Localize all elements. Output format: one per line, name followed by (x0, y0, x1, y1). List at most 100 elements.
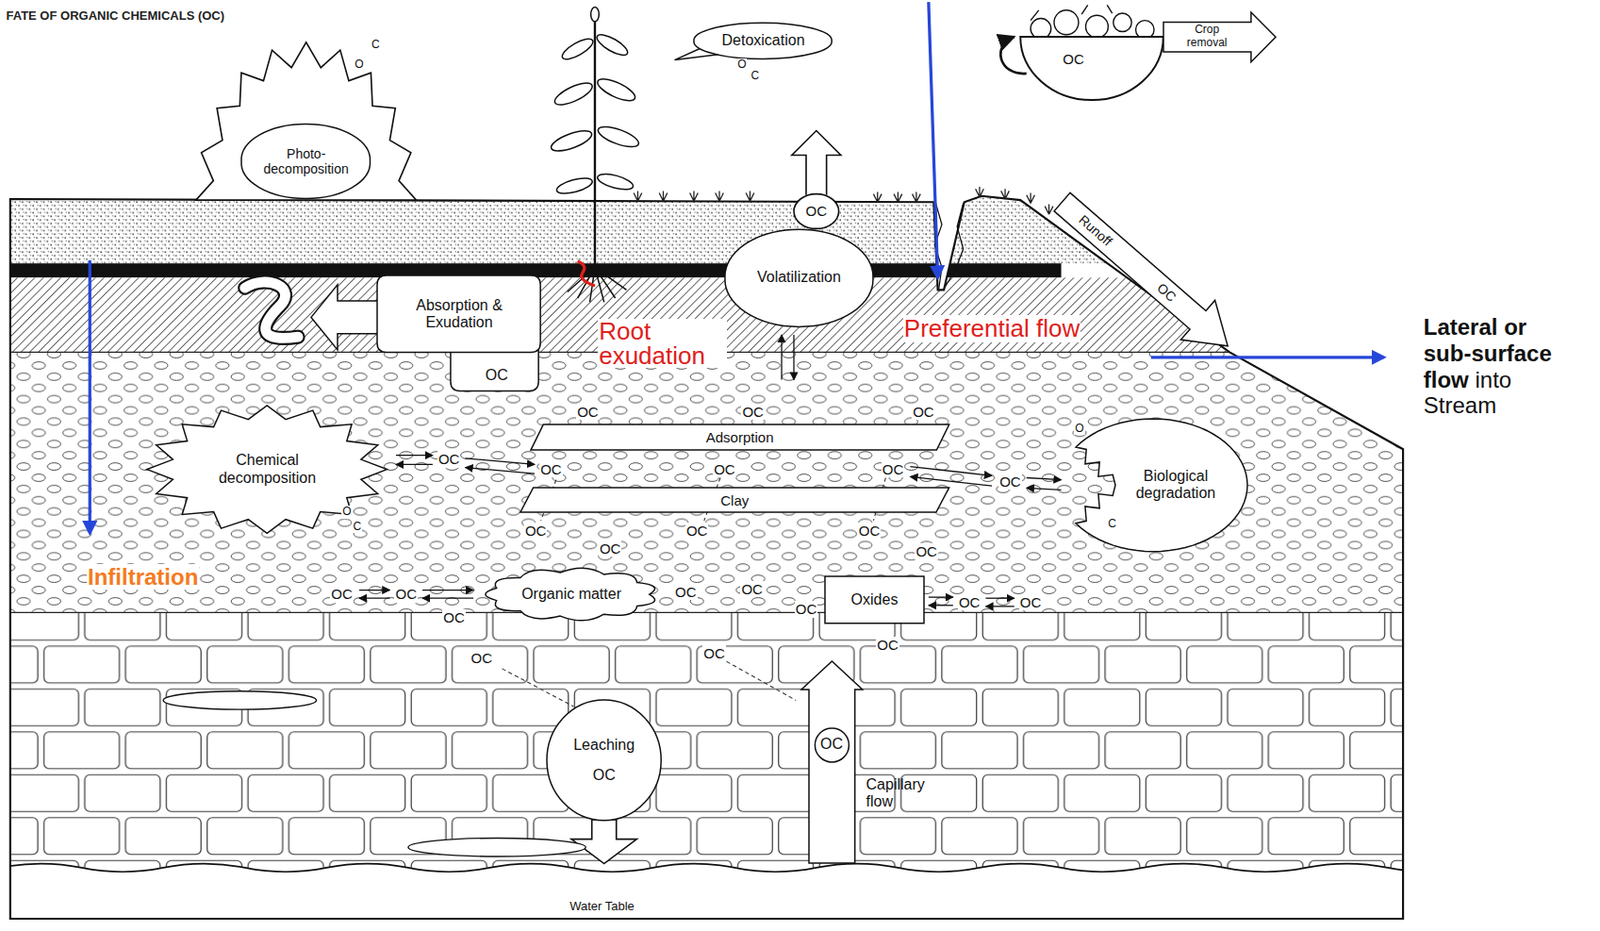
atom-letter: O (353, 58, 364, 72)
atom-letter: O (341, 505, 352, 519)
root-exudation-mark (577, 261, 595, 286)
arrow-shape-outline (814, 726, 849, 761)
plant-symbol (555, 175, 594, 198)
plant-symbol (551, 79, 595, 110)
compound-label: OC (805, 202, 829, 219)
node-text: Volatilization (757, 268, 842, 286)
exchange-arrows (465, 467, 536, 474)
node-text: OC (820, 735, 843, 753)
grass-tufts (633, 186, 1054, 215)
starburst-shape-outline (147, 405, 387, 533)
process-ellipse-outline (241, 124, 371, 199)
node-content: Organic matter (521, 585, 622, 603)
node-text: Absorption & Exudation (400, 296, 519, 332)
node-text: OC (593, 766, 616, 784)
process-box: Absorption & ExudationOC (377, 275, 541, 392)
process-label: Root exudation (597, 318, 727, 368)
compound-label: OC (329, 585, 354, 602)
compound-label: OC (741, 403, 765, 420)
balloon-shape-outline (725, 229, 874, 327)
soil-layers (0, 611, 1429, 868)
balloon-shape: LeachingOC (546, 699, 661, 821)
compound-label: OC (674, 583, 698, 600)
node-content: Clay (720, 492, 749, 509)
water-flow-arrow (928, 1, 939, 278)
compound-label: OC (740, 580, 764, 597)
plant-symbol (593, 16, 596, 269)
node-content: Detoxication (722, 32, 806, 50)
node-text: Photo- decomposition (254, 146, 359, 177)
plant-symbol (594, 74, 639, 105)
compound-label: OC (394, 585, 418, 602)
atom-letter: C (351, 520, 363, 534)
flow-label-block: Lateral or sub-surface flowinto Stream (1423, 313, 1566, 418)
crop-bowl-symbol (1054, 10, 1079, 35)
sun-symbol (196, 42, 417, 200)
process-ellipse: Photo- decomposition (241, 125, 371, 198)
process-box-outline (311, 284, 380, 350)
compound-label: OC (794, 600, 819, 617)
soil-layers (0, 351, 1429, 612)
water-flow-arrow (88, 260, 92, 533)
compound-label: OC (702, 644, 726, 661)
arrow-shape: OCCapillary flow (808, 689, 856, 863)
atom-letter: O (736, 58, 747, 72)
node-text: Capillary flow (866, 775, 942, 811)
layer-bar-outline (530, 424, 950, 450)
soil-layers (0, 351, 1429, 612)
atom-letter: C (370, 38, 381, 52)
water-flow-arrow (1151, 355, 1385, 359)
plant-symbol (591, 7, 600, 22)
node-text: Leaching (573, 736, 635, 754)
arrow-shape-outline (801, 660, 863, 863)
perched-lens (408, 838, 586, 857)
movement-dashes (726, 660, 797, 700)
node-content: LeachingOC (573, 736, 635, 785)
exchange-arrows (985, 597, 1014, 599)
exchange-arrows (395, 454, 433, 456)
exchange-arrows (1026, 487, 1062, 490)
node-text: Adsorption (706, 428, 775, 446)
compound-label: OC (598, 540, 623, 557)
exchange-arrows (909, 476, 992, 486)
node-text: Chemical decomposition (206, 451, 330, 487)
crop-bowl-symbol (1030, 4, 1113, 20)
volatilization-arrow (791, 131, 842, 196)
compound-label: OC (685, 522, 710, 539)
node-content: Volatilization (757, 268, 842, 286)
atom-letter: O (1073, 422, 1085, 436)
compound-label: OC (576, 403, 600, 420)
plant-symbol (593, 31, 630, 60)
pacman-shape-outline (1075, 418, 1248, 552)
thought-bubble-outline (693, 22, 832, 59)
plant-symbol (595, 170, 635, 193)
crop-bowl-symbol (1000, 36, 1026, 74)
compound-label: OC (539, 461, 563, 478)
soil-layers (0, 183, 1469, 931)
plant-symbol (548, 7, 642, 303)
exchange-arrows (928, 595, 954, 597)
plant-symbol (548, 126, 594, 155)
soil-layers (0, 611, 1429, 613)
arrow-shape: Crop removal (1163, 12, 1276, 63)
node-text: Crop removal (1182, 23, 1232, 50)
exchange-arrows (792, 334, 794, 380)
process-box: Oxides (824, 576, 924, 624)
exchange-arrows (465, 458, 536, 464)
balloon-shape: Volatilization (725, 230, 874, 326)
cloud-shape: Organic matter (484, 568, 659, 620)
exchange-arrows (780, 334, 782, 380)
compound-label: OC (914, 543, 939, 560)
arrow-shape-outline (1163, 12, 1276, 63)
earthworm-symbol (245, 281, 298, 338)
crop-bowl-symbol (1000, 4, 1163, 100)
exchange-arrows (359, 597, 390, 599)
compound-label: OC (437, 450, 462, 467)
exchange-arrows (422, 597, 474, 599)
process-box-outline (377, 275, 541, 392)
atom-letter: C (750, 69, 761, 83)
layer-bar-outline (520, 487, 950, 512)
exchange-arrows (1026, 477, 1062, 479)
node-content: Biological degradation (1128, 467, 1223, 503)
process-box-outline (377, 275, 541, 352)
